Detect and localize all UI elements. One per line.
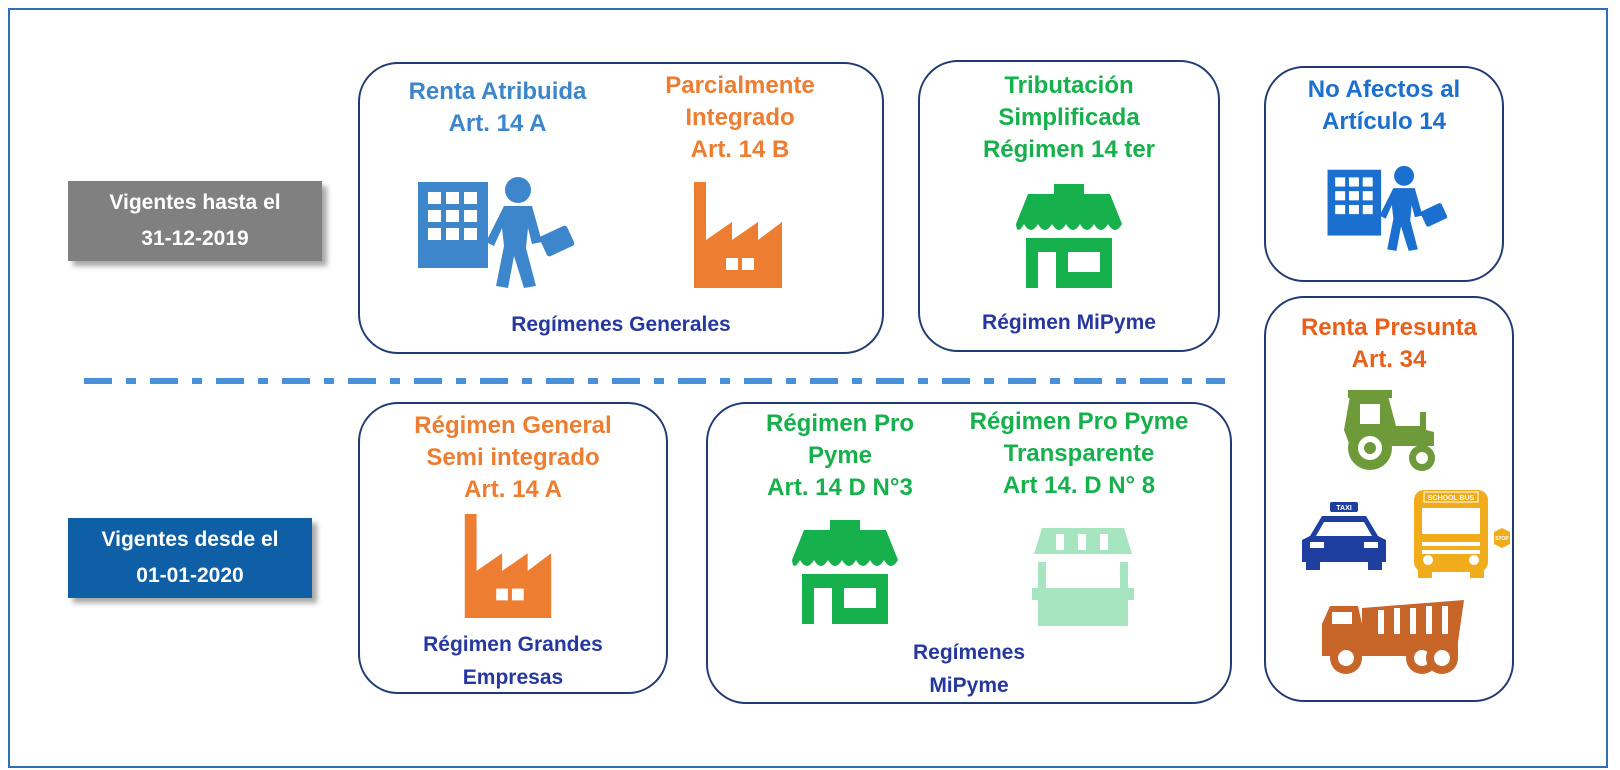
title-regimen-general-semi: Régimen General Semi integrado Art. 14 A <box>360 410 666 506</box>
footer-regimen-grandes: Régimen Grandes Empresas <box>360 628 666 694</box>
taxi-icon: TAXI <box>1300 500 1388 570</box>
mipyme-footer-line1: Regímenes <box>912 641 1026 664</box>
pro-pyme-line3: Art. 14 D N°3 <box>767 474 913 501</box>
tractor-icon <box>1334 386 1440 472</box>
parcial-line1: Parcialmente <box>665 72 815 99</box>
renta-atribuida-line2: Art. 14 A <box>448 110 547 137</box>
dump-truck-icon <box>1318 594 1466 676</box>
simplificada-line2: Simplificada <box>998 104 1140 131</box>
storefront-icon-bottom <box>790 520 900 626</box>
footer-regimen-mipyme: Régimen MiPyme <box>982 311 1156 334</box>
title-no-afectos: No Afectos al Artículo 14 <box>1266 74 1502 138</box>
factory-icon-bottom <box>462 512 554 620</box>
renta-atribuida-line1: Renta Atribuida <box>408 78 587 105</box>
title-pro-pyme-transparente: Régimen Pro Pyme Transparente Art 14. D … <box>950 406 1208 502</box>
grandes-footer-line1: Régimen Grandes <box>423 633 603 656</box>
period-until-line1: Vigentes hasta el <box>109 191 281 214</box>
title-pro-pyme: Régimen Pro Pyme Art. 14 D N°3 <box>740 408 940 504</box>
grandes-footer-line2: Empresas <box>462 666 564 689</box>
school-bus-sign: SCHOOL BUS <box>1428 495 1475 502</box>
taxi-sign: TAXI <box>1336 505 1351 512</box>
title-renta-presunta: Renta Presunta Art. 34 <box>1266 312 1512 376</box>
pro-pyme-line2: Pyme <box>807 442 873 469</box>
parcial-line3: Art. 14 B <box>690 136 790 163</box>
box-regimenes-mipyme <box>706 402 1232 704</box>
title-parcialmente-integrado: Parcialmente Integrado Art. 14 B <box>635 70 845 166</box>
renta-presunta-line1: Renta Presunta <box>1300 314 1478 341</box>
storefront-icon <box>1014 184 1124 290</box>
parcial-line2: Integrado <box>685 104 795 131</box>
period-since-line1: Vigentes desde el <box>101 528 279 551</box>
transparente-line3: Art 14. D N° 8 <box>1002 472 1156 499</box>
period-since-line2: 01-01-2020 <box>136 564 244 587</box>
factory-icon <box>692 180 784 290</box>
period-until-line2: 31-12-2019 <box>141 227 249 250</box>
footer-regimenes-mipyme: Regímenes MiPyme <box>708 636 1230 702</box>
outer-frame <box>8 8 1608 768</box>
transparente-line1: Régimen Pro Pyme <box>969 408 1189 435</box>
pro-pyme-line1: Régimen Pro <box>765 410 915 437</box>
period-label-until: Vigentes hasta el 31-12-2019 <box>68 181 322 261</box>
no-afectos-line1: No Afectos al <box>1307 76 1461 103</box>
box-no-afectos <box>1264 66 1504 282</box>
kiosk-stand-icon <box>1032 528 1134 628</box>
no-afectos-line2: Artículo 14 <box>1321 108 1447 135</box>
renta-presunta-line2: Art. 34 <box>1351 346 1427 373</box>
stop-sign: STOP <box>1495 536 1509 542</box>
title-tributacion-simplificada: Tributación Simplificada Régimen 14 ter <box>920 70 1218 166</box>
office-building-person-icon <box>416 176 578 288</box>
office-building-person-icon-small <box>1326 164 1450 252</box>
footer-regimenes-generales: Regímenes Generales <box>511 313 731 336</box>
simplificada-line3: Régimen 14 ter <box>982 136 1156 163</box>
grandes-line3: Art. 14 A <box>464 476 562 503</box>
box-grandes-empresas <box>358 402 668 694</box>
grandes-line1: Régimen General <box>414 412 612 439</box>
period-label-since: Vigentes desde el 01-01-2020 <box>68 518 312 598</box>
school-bus-icon: SCHOOL BUS STOP <box>1408 486 1512 578</box>
transparente-line2: Transparente <box>1003 440 1155 467</box>
grandes-line2: Semi integrado <box>426 444 600 471</box>
title-renta-atribuida: Renta Atribuida Art. 14 A <box>380 76 615 140</box>
mipyme-footer-line2: MiPyme <box>929 674 1009 697</box>
simplificada-line1: Tributación <box>1004 72 1134 99</box>
